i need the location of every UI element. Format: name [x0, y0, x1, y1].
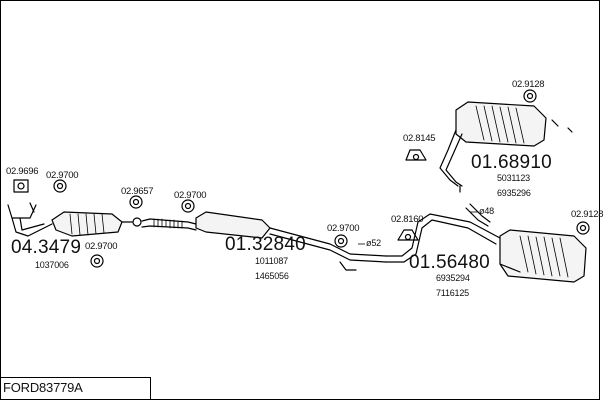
- reference-number: 6935296: [497, 188, 531, 198]
- diagram-code: FORD83779A: [3, 380, 83, 395]
- reference-number: 5031123: [497, 173, 530, 183]
- part-number: 02.9696: [6, 166, 39, 177]
- reference-number: 1465056: [255, 271, 289, 281]
- center-silencer-icon: [195, 211, 387, 271]
- catalytic-converter-icon: [51, 211, 142, 237]
- flex-pipe-icon: [141, 218, 197, 231]
- pipe-length-label: ø52: [366, 238, 381, 248]
- code-box: [0, 377, 151, 399]
- front-downpipe-icon: [7, 202, 53, 237]
- rear-silencer-icon: [499, 229, 587, 283]
- part-number: 02.9128: [571, 209, 603, 220]
- pipe-length-label: ø48: [479, 206, 494, 216]
- reference-number: 1037006: [35, 260, 69, 270]
- reference-number: 1011087: [255, 256, 288, 266]
- part-number: 02.9700: [327, 223, 360, 234]
- part-number: 02.9700: [174, 190, 207, 201]
- reference-number: 6935294: [436, 273, 470, 283]
- assembly-number: 01.32840: [225, 234, 306, 255]
- assembly-number: 01.68910: [471, 152, 552, 173]
- upper-rear-silencer-icon: [439, 101, 547, 193]
- part-number: 02.9128: [512, 79, 545, 90]
- hanger-icon: [13, 89, 590, 268]
- middle-pipe-icon: [385, 213, 501, 263]
- screw-icon: [551, 119, 573, 133]
- part-number: 02.9700: [46, 170, 79, 181]
- assembly-number: 01.56480: [409, 252, 490, 273]
- reference-number: 7116125: [436, 288, 469, 298]
- assembly-number: 04.3479: [11, 237, 82, 258]
- part-number: 02.8145: [403, 133, 436, 144]
- part-number: 02.9657: [121, 186, 154, 197]
- part-number: 02.9700: [85, 241, 118, 252]
- part-number: 02.8160: [391, 214, 424, 225]
